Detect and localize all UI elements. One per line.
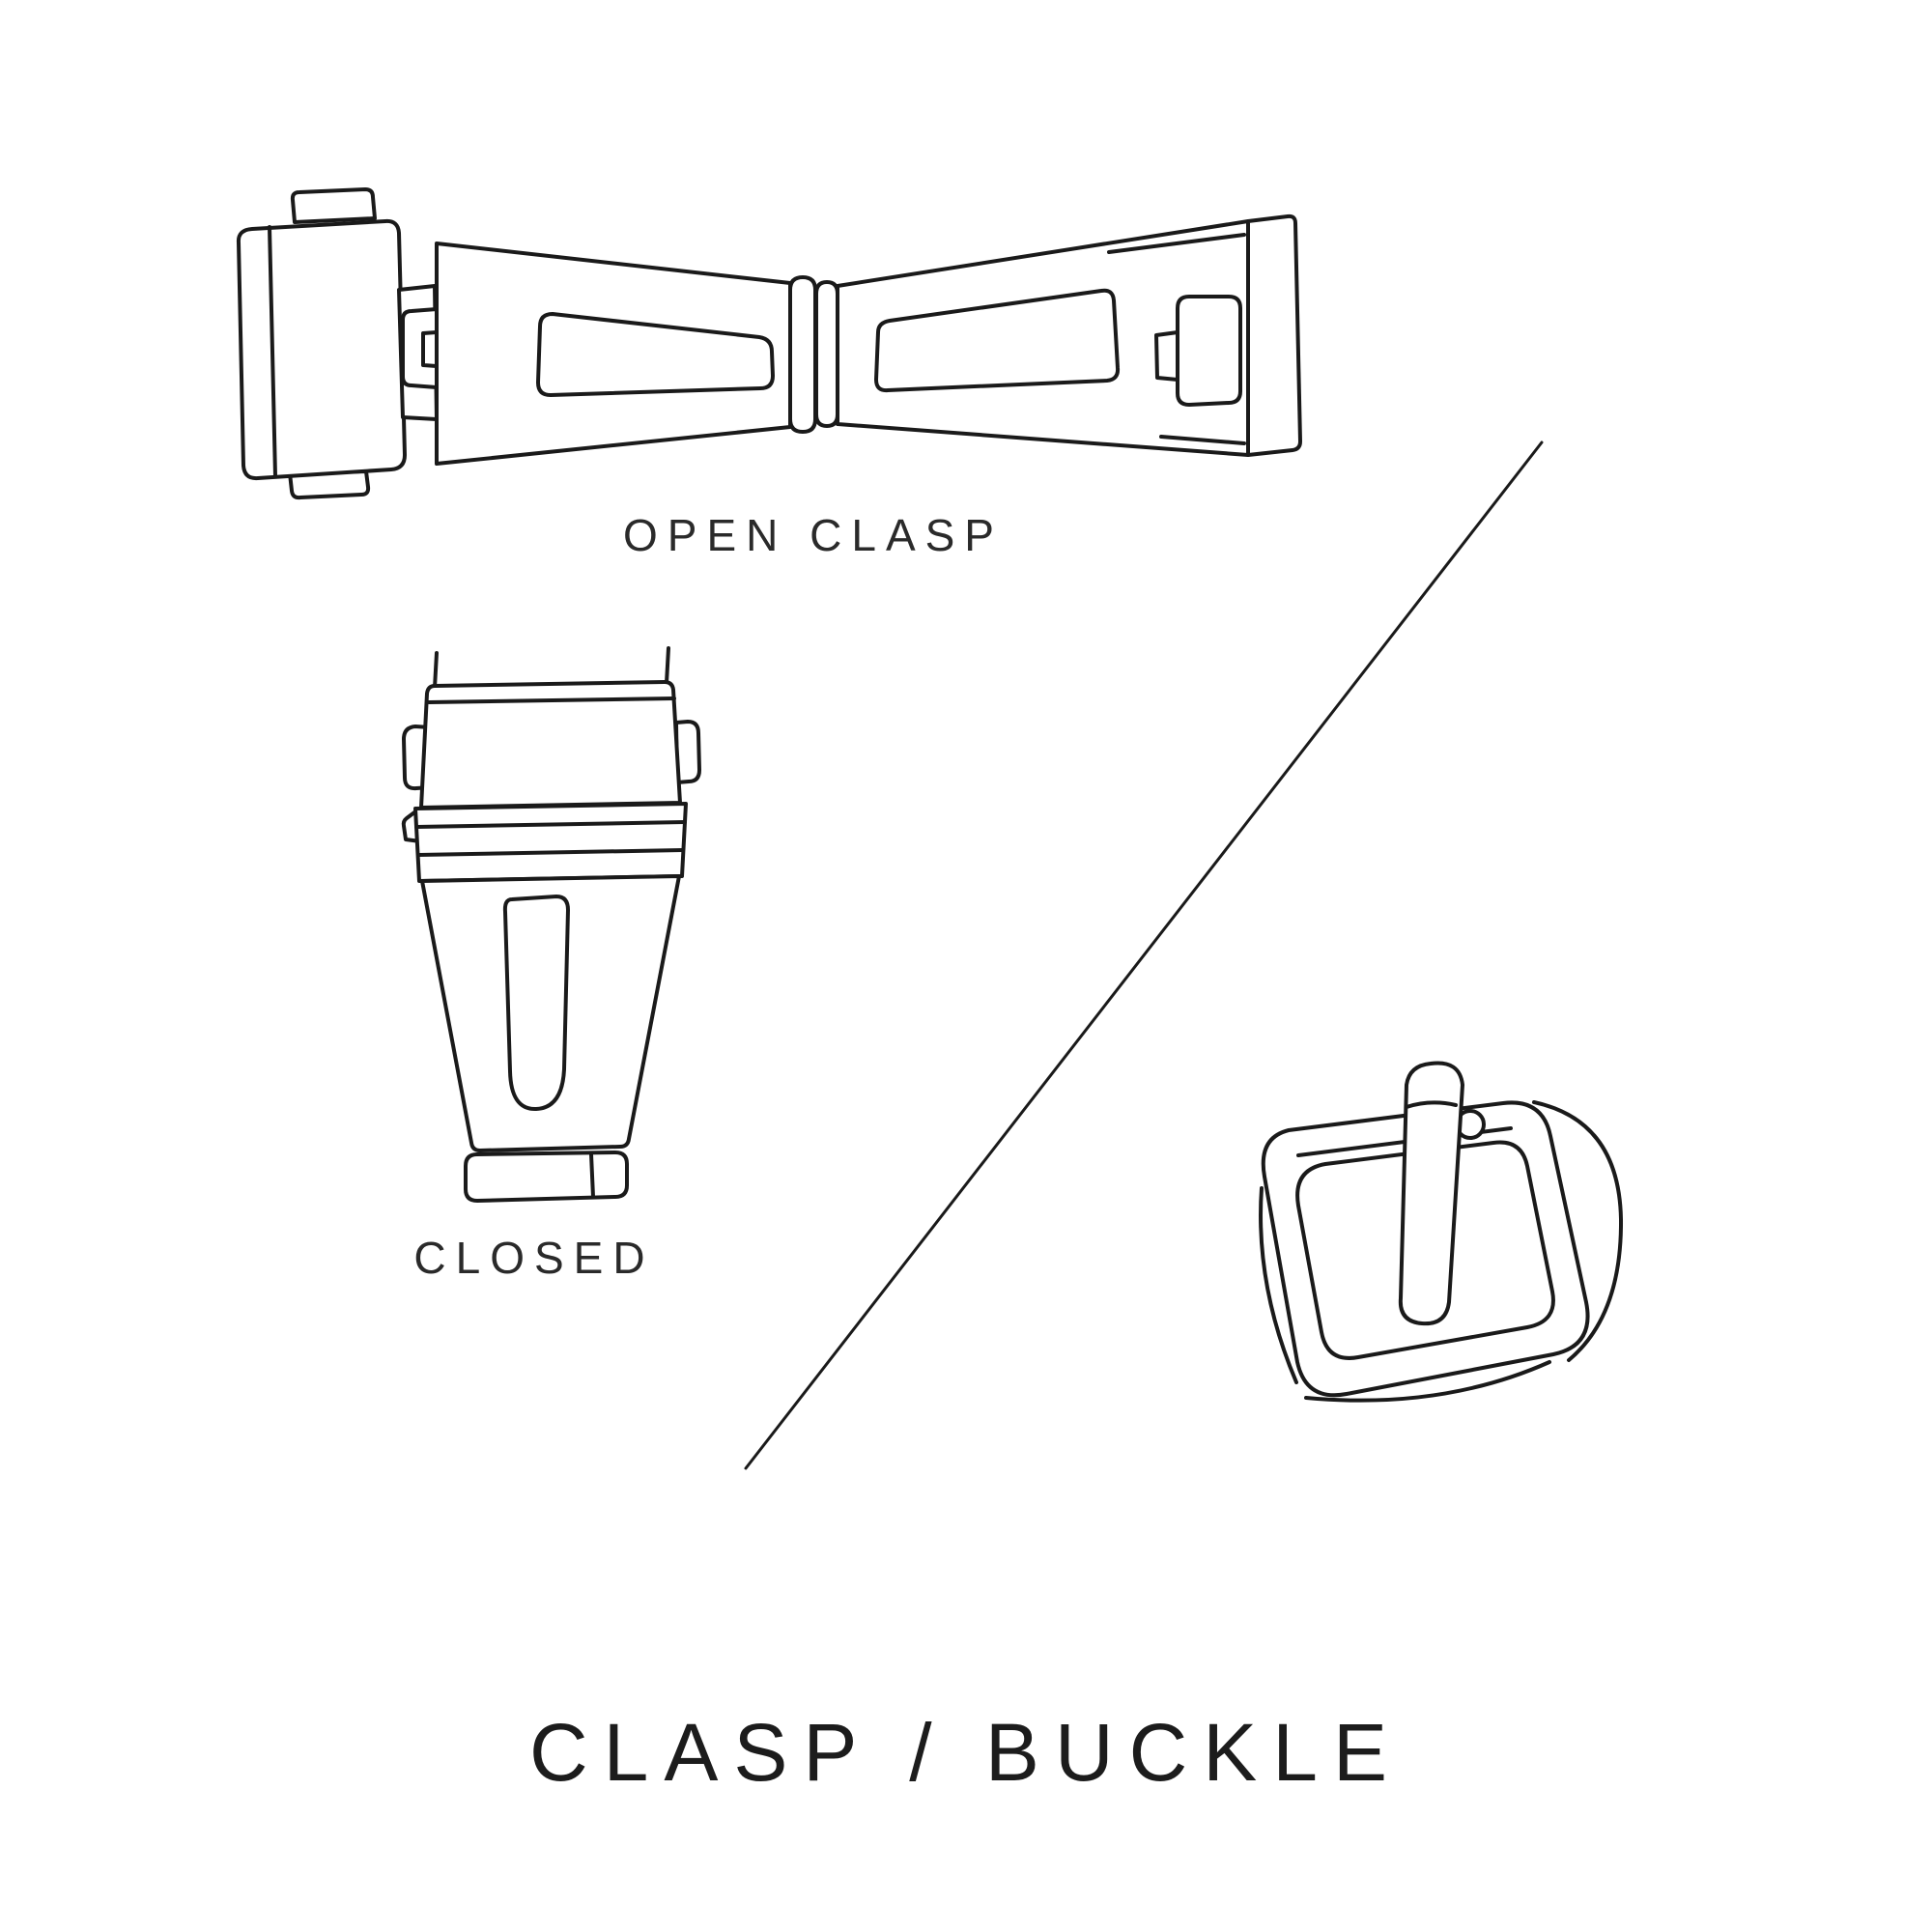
open-clasp-bottom-tab	[288, 469, 371, 500]
open-clasp-right-cutout	[874, 288, 1121, 393]
open-clasp-top-edge-line	[1107, 233, 1246, 254]
open-clasp-left-blade	[435, 242, 792, 466]
closed-clasp-band-line-2	[416, 848, 685, 857]
closed-clasp-band	[413, 802, 688, 883]
tang-buckle-illustration	[1259, 1061, 1624, 1403]
closed-clasp-prong-right	[665, 646, 670, 685]
diagonal-divider-line	[744, 440, 1544, 1470]
closed-clasp-body	[420, 874, 681, 1152]
closed-clasp-top-box-line	[427, 696, 676, 704]
closed-clasp-ear-right	[674, 720, 701, 784]
open-clasp-right-bracket	[1176, 295, 1242, 407]
open-clasp-fold-line	[268, 225, 277, 478]
closed-clasp-label: CLOSED	[413, 1233, 655, 1283]
open-clasp-illustration	[236, 187, 1302, 500]
open-clasp-left-hook-notch	[421, 330, 439, 368]
open-clasp-bottom-edge-line	[1159, 435, 1246, 445]
buckle-inner-opening	[1295, 1140, 1555, 1360]
open-clasp-top-tab	[290, 187, 377, 224]
open-clasp-end-link	[236, 218, 407, 481]
page-title: CLASP / BUCKLE	[528, 1707, 1404, 1798]
closed-clasp-band-line-1	[414, 820, 687, 829]
open-clasp-left-hook	[401, 307, 439, 389]
buckle-prong-fold-line	[1405, 1100, 1458, 1109]
buckle-bottom-edge-line	[1304, 1360, 1551, 1403]
open-clasp-left-cutout	[536, 312, 775, 397]
open-clasp-hinge-b	[814, 280, 839, 428]
buckle-right-outer-curve	[1532, 1100, 1624, 1362]
open-clasp-hinge-a	[788, 275, 817, 434]
closed-clasp-bottom-cap	[464, 1151, 629, 1203]
closed-clasp-prong-left	[433, 651, 439, 690]
closed-clasp-slot	[502, 895, 570, 1112]
buckle-prong	[1398, 1061, 1464, 1326]
open-clasp-bracket-tab	[1154, 330, 1179, 382]
buckle-left-edge-line	[1259, 1186, 1298, 1384]
closed-clasp-illustration	[401, 646, 701, 1203]
open-clasp-right-blade	[836, 219, 1250, 457]
open-clasp-end-cap	[1246, 213, 1302, 457]
closed-clasp-cap-line	[589, 1152, 595, 1199]
open-clasp-label: OPEN CLASP	[623, 510, 1004, 560]
